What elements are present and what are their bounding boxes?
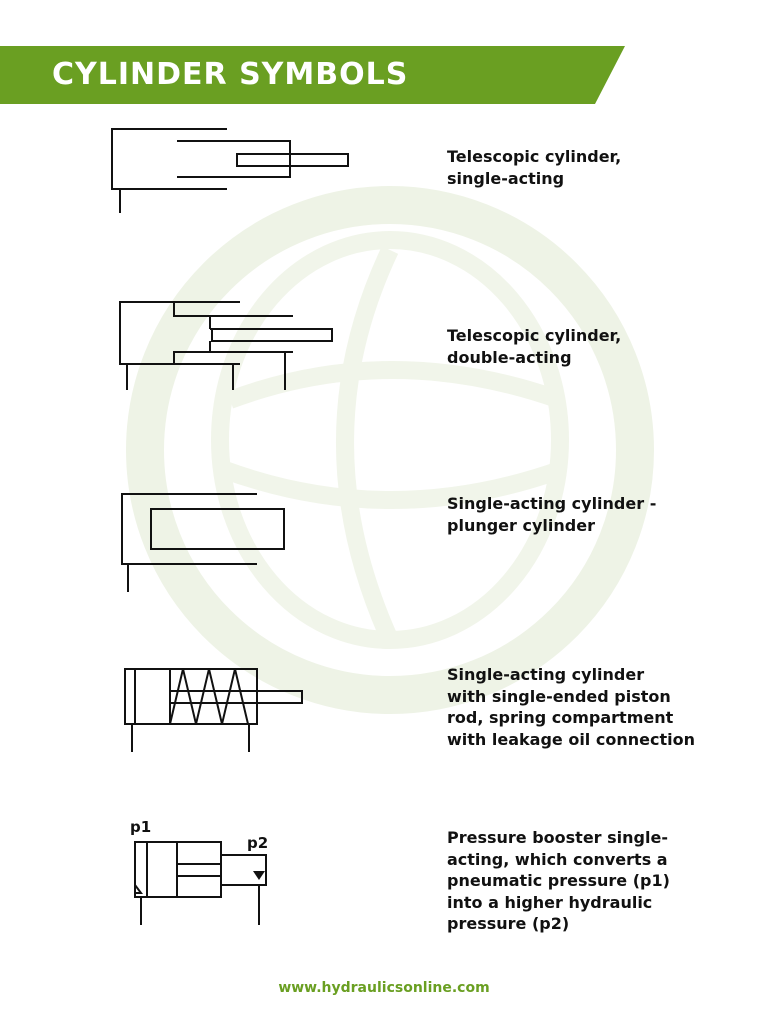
label-line: pneumatic pressure (p1) [447, 871, 670, 890]
label-line: double-acting [447, 347, 572, 367]
label-line: Telescopic cylinder, [447, 147, 622, 166]
label-line: with leakage oil connection [447, 729, 695, 749]
label-telescopic-double-acting: Telescopic cylinder, double-acting [447, 325, 747, 368]
label-line: acting, which converts a [447, 849, 668, 869]
banner-shape [0, 46, 625, 104]
port-label-p1: p1 [130, 818, 151, 836]
symbol-spring-cylinder [124, 668, 303, 752]
symbol-plunger-cylinder [121, 493, 285, 592]
arrow-icon [253, 871, 265, 880]
label-spring-cylinder: Single-acting cylinder with single-ended… [447, 664, 747, 750]
label-line: Pressure booster single- [447, 828, 668, 847]
label-line: into a higher hydraulic [447, 892, 653, 912]
page-title: CYLINDER SYMBOLS [52, 57, 409, 92]
label-line: Single-acting cylinder - [447, 494, 657, 513]
header-banner: CYLINDER SYMBOLS [0, 46, 625, 104]
symbol-pressure-booster: p1 p2 [130, 818, 268, 925]
label-line: single-acting [447, 168, 565, 188]
footer-url[interactable]: www.hydraulicsonline.com [278, 980, 490, 996]
label-line: rod, spring compartment [447, 708, 674, 727]
symbol-telescopic-double-acting [119, 301, 333, 390]
label-plunger-cylinder: Single-acting cylinder - plunger cylinde… [447, 493, 747, 536]
port-label-p2: p2 [247, 834, 268, 852]
label-pressure-booster: Pressure booster single- acting, which c… [447, 827, 747, 935]
label-line: with single-ended piston [447, 686, 671, 706]
label-telescopic-single-acting: Telescopic cylinder, single-acting [447, 146, 747, 189]
symbol-telescopic-single-acting [111, 128, 349, 213]
label-line: pressure (p2) [447, 914, 570, 933]
label-line: plunger cylinder [447, 515, 595, 535]
label-line: Telescopic cylinder, [447, 326, 622, 345]
label-line: Single-acting cylinder [447, 665, 645, 684]
